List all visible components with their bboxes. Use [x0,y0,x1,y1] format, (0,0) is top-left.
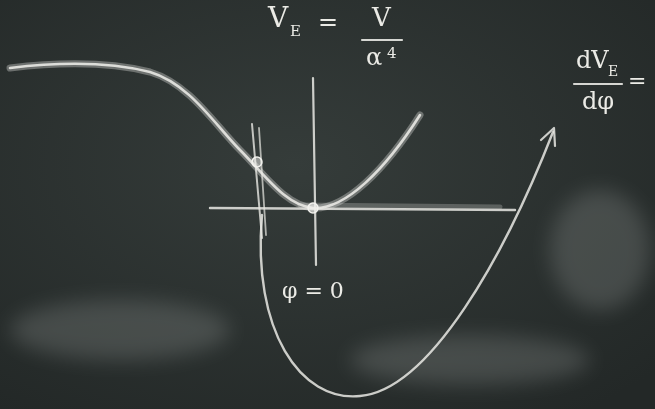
parabola-curve [261,132,553,396]
axis-label: φ = 0 [282,280,344,302]
minimum-marker [308,203,318,213]
fraction-bar [362,39,402,41]
denominator: dφ [582,89,614,113]
erased-smudges [10,190,650,385]
point-marker [252,157,262,167]
numerator: dV [576,48,609,72]
vertical-axis [313,78,316,265]
subscript: E [608,64,618,78]
horizontal-axis-halo [300,205,500,207]
denominator: α [366,45,382,69]
arrow-head [541,128,555,146]
equals-sign: = [318,10,338,34]
potential-curve [10,64,420,208]
symbol-v: V [268,4,288,32]
equals-sign: = [628,70,646,92]
potential-curve-halo [10,64,420,208]
fraction-bar [574,83,622,85]
numerator: V [372,4,391,30]
subscript: E [290,24,301,39]
exponent: 4 [387,46,397,61]
